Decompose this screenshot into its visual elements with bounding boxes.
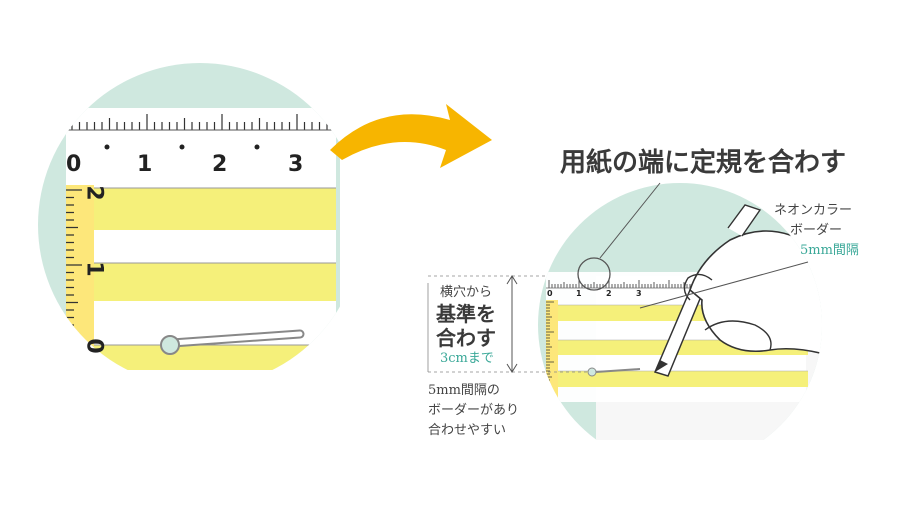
left-top-scale-label-1: 1 bbox=[137, 152, 153, 177]
bottom-note-line2: ボーダーがあり bbox=[428, 403, 520, 418]
hole-note-line4: 3cmまで bbox=[440, 351, 494, 366]
right-top-scale-label-0: 0 bbox=[547, 289, 553, 298]
left-top-scale-label-0: 0 bbox=[66, 152, 82, 177]
hole-note-line2: 基準を bbox=[436, 302, 496, 326]
right-top-scale-label-1: 1 bbox=[576, 289, 582, 298]
hole-note-line3: 合わす bbox=[436, 326, 496, 350]
left-top-scale-label-2: 2 bbox=[212, 152, 228, 177]
usage-title: 用紙の端に定規を合わす bbox=[560, 148, 847, 178]
border-note-line3: 5mm間隔 bbox=[800, 243, 859, 258]
left-top-scale-label-3: 3 bbox=[288, 152, 304, 177]
border-note-line1: ネオンカラー bbox=[774, 203, 853, 218]
right-top-scale-label-2: 2 bbox=[606, 289, 612, 298]
right-top-scale-label-3: 3 bbox=[636, 289, 642, 298]
border-note-line2: ボーダー bbox=[790, 223, 843, 238]
bottom-note-line3: 合わせやすい bbox=[428, 423, 507, 438]
bottom-note-line1: 5mm間隔の bbox=[428, 383, 500, 398]
hole-note-line1: 横穴から bbox=[440, 285, 493, 300]
